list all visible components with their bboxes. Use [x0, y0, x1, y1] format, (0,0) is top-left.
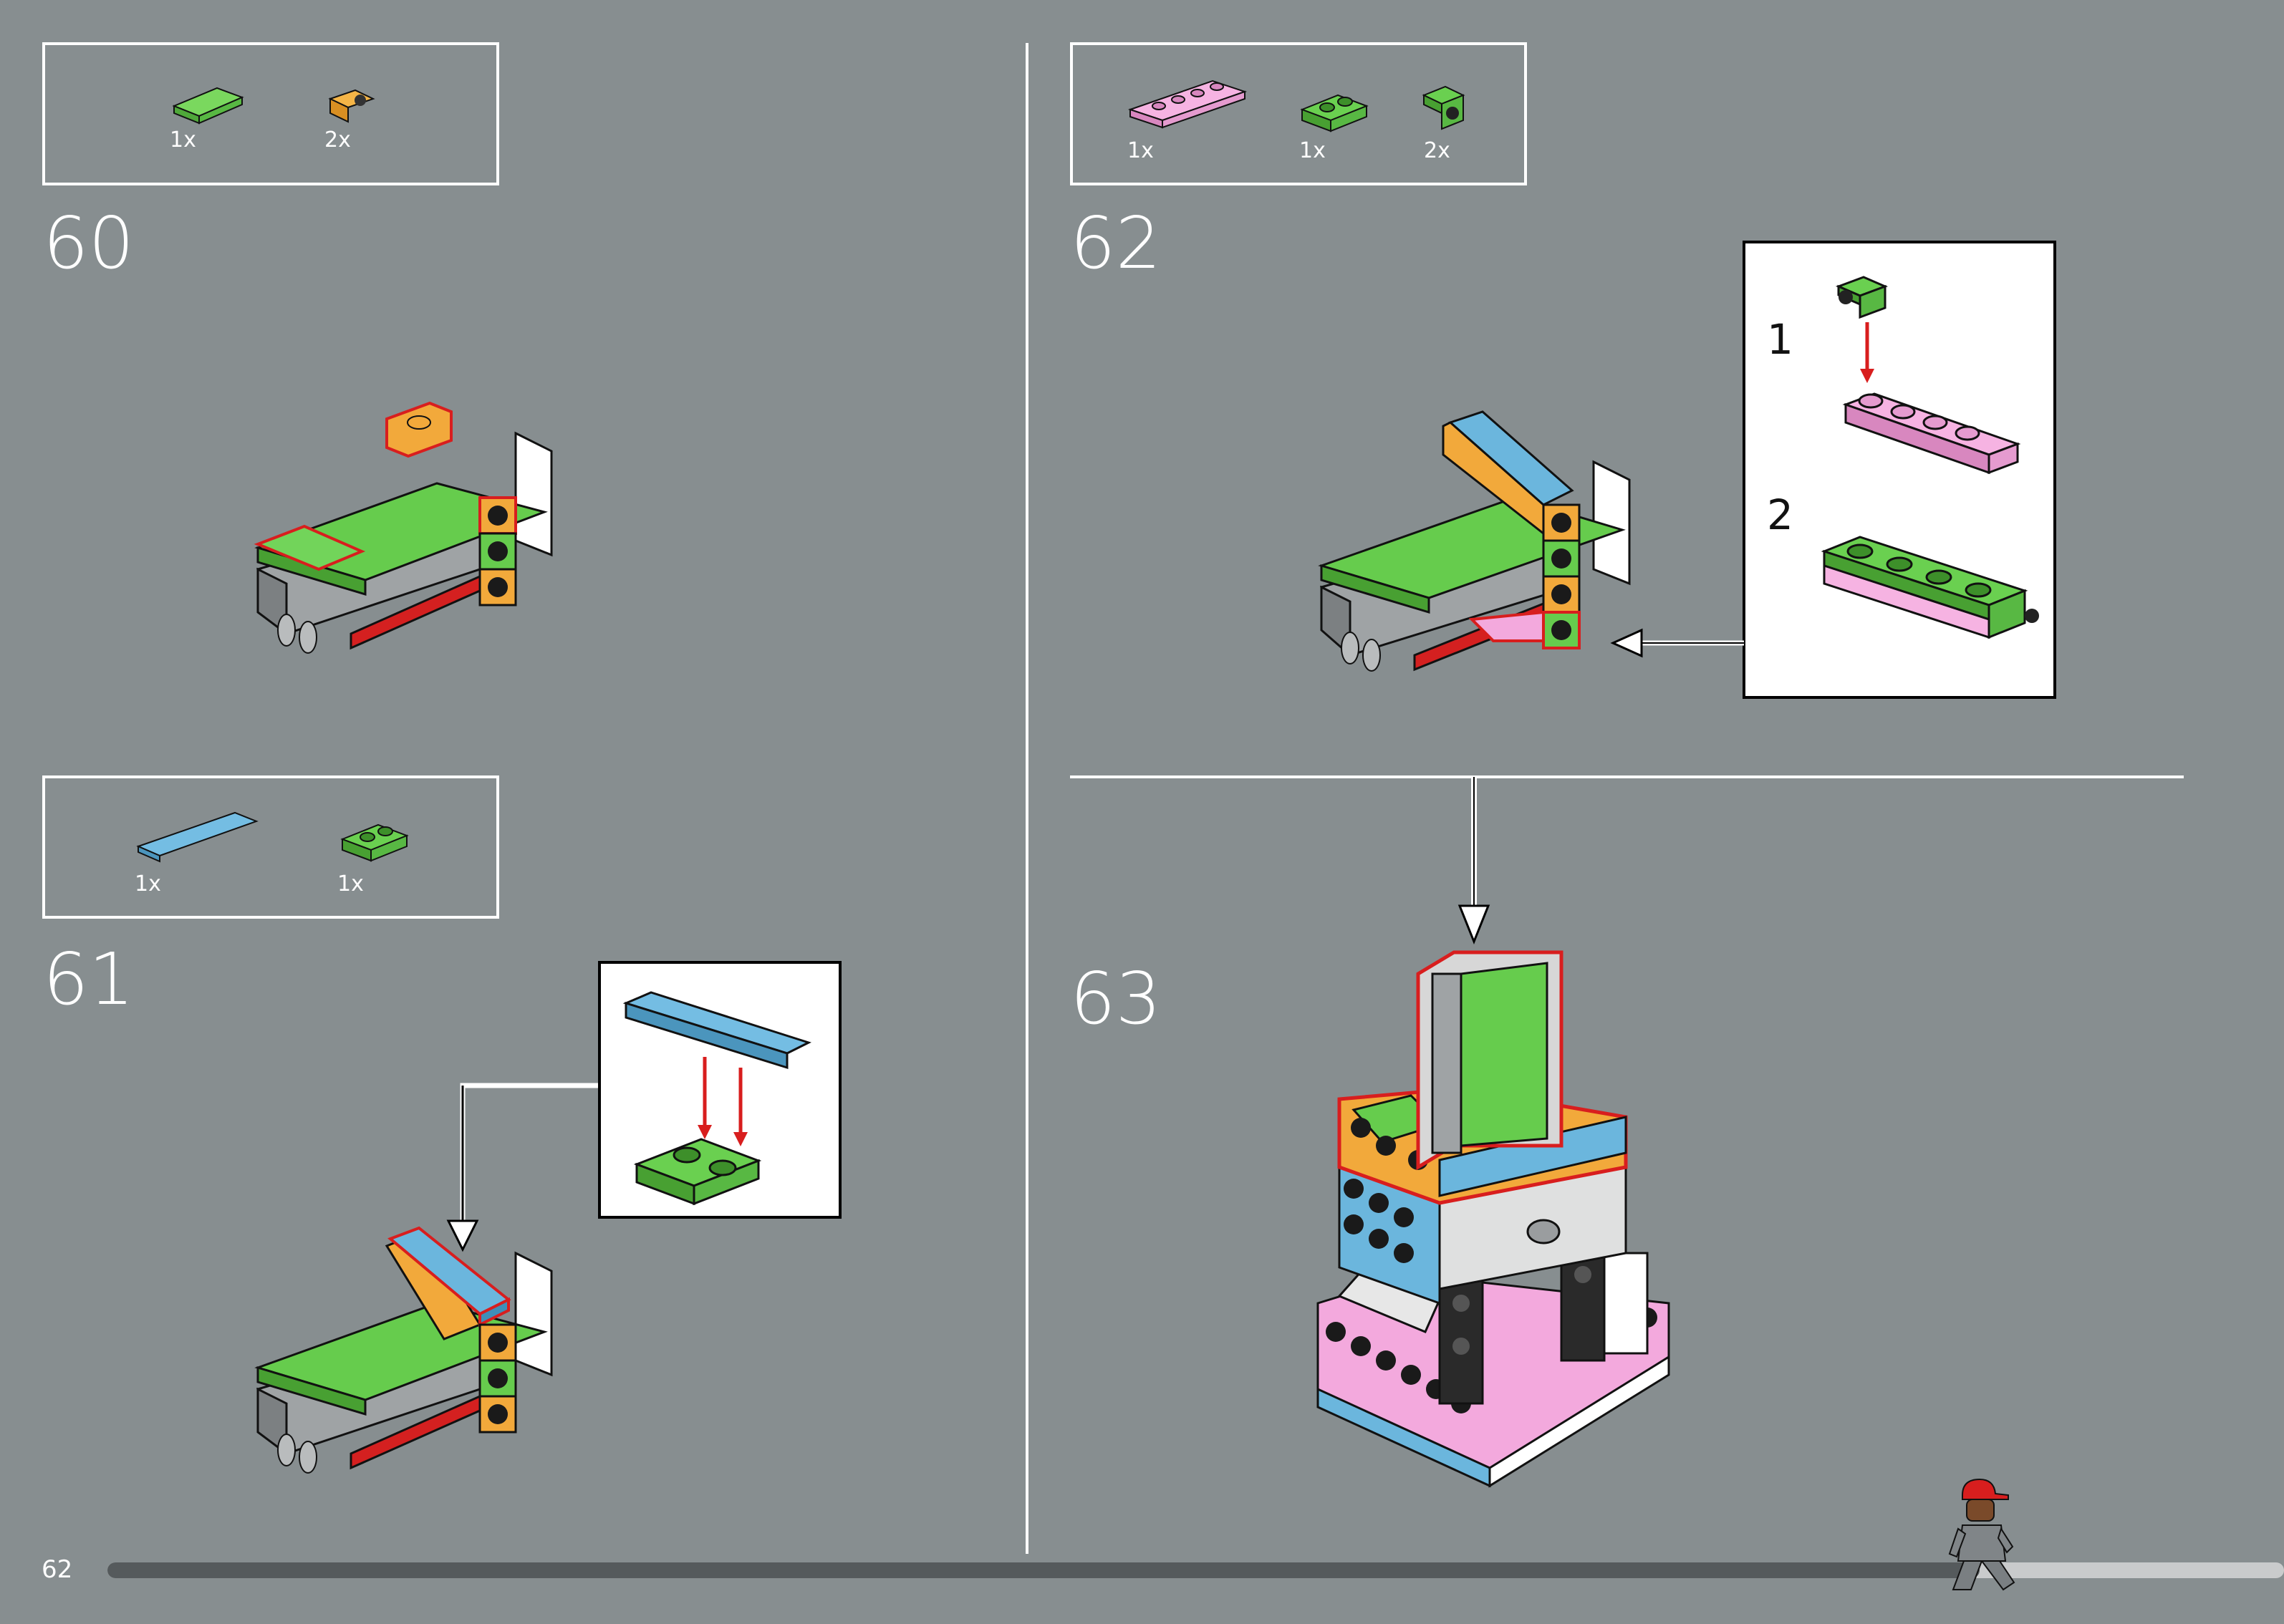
green-plate-1x2-icon: [340, 823, 409, 862]
step-62-model: [1318, 410, 1631, 672]
callout-leader-61: [446, 1083, 598, 1252]
progress-track: [107, 1562, 2284, 1578]
substep-number: 1: [1767, 315, 1793, 364]
pink-plate-1x4-icon: [1127, 79, 1248, 129]
blue-tile-assembly-icon: [622, 991, 811, 1206]
part-qty: 2x: [1424, 138, 1450, 163]
page-number: 62: [42, 1555, 73, 1584]
progress-fill: [107, 1562, 1980, 1578]
parts-list-step-62: 1x 1x 2x: [1070, 42, 1527, 185]
step-number: 61: [43, 937, 135, 1021]
green-bracket-1x1-icon: [1422, 85, 1465, 130]
orange-bracket-1x1-icon: [328, 89, 375, 123]
callout-step-62: 1 2: [1743, 241, 2056, 699]
insert-arrow-63: [1457, 777, 1490, 945]
step-63-model: [1316, 950, 1670, 1488]
parts-list-step-60: 1x 2x: [42, 42, 499, 185]
parts-list-step-61: 1x 1x: [42, 775, 499, 919]
step-60-model: [254, 401, 553, 654]
part-qty: 2x: [324, 127, 351, 153]
step-number: 60: [43, 201, 135, 285]
step-separator: [1070, 775, 2184, 778]
substep-2-assembly-icon: [1821, 536, 2039, 639]
callout-step-61: [598, 961, 842, 1219]
page-divider: [1026, 43, 1028, 1554]
green-plate-1x2-icon: [1300, 94, 1369, 132]
minifigure-runner-icon: [1948, 1478, 2015, 1591]
step-61-model: [254, 1226, 553, 1474]
substep-1-assembly-icon: [1835, 276, 2021, 475]
callout-leader-62: [1610, 628, 1744, 658]
step-number: 63: [1070, 957, 1162, 1040]
blue-tile-1x6-icon: [136, 811, 259, 863]
step-number: 62: [1070, 201, 1162, 285]
part-qty: 1x: [170, 127, 196, 153]
substep-number: 2: [1767, 490, 1793, 539]
green-tile-1x2-icon: [172, 87, 244, 125]
part-qty: 1x: [1127, 138, 1154, 163]
part-qty: 1x: [337, 871, 364, 896]
part-qty: 1x: [1299, 138, 1326, 163]
part-qty: 1x: [135, 871, 161, 896]
